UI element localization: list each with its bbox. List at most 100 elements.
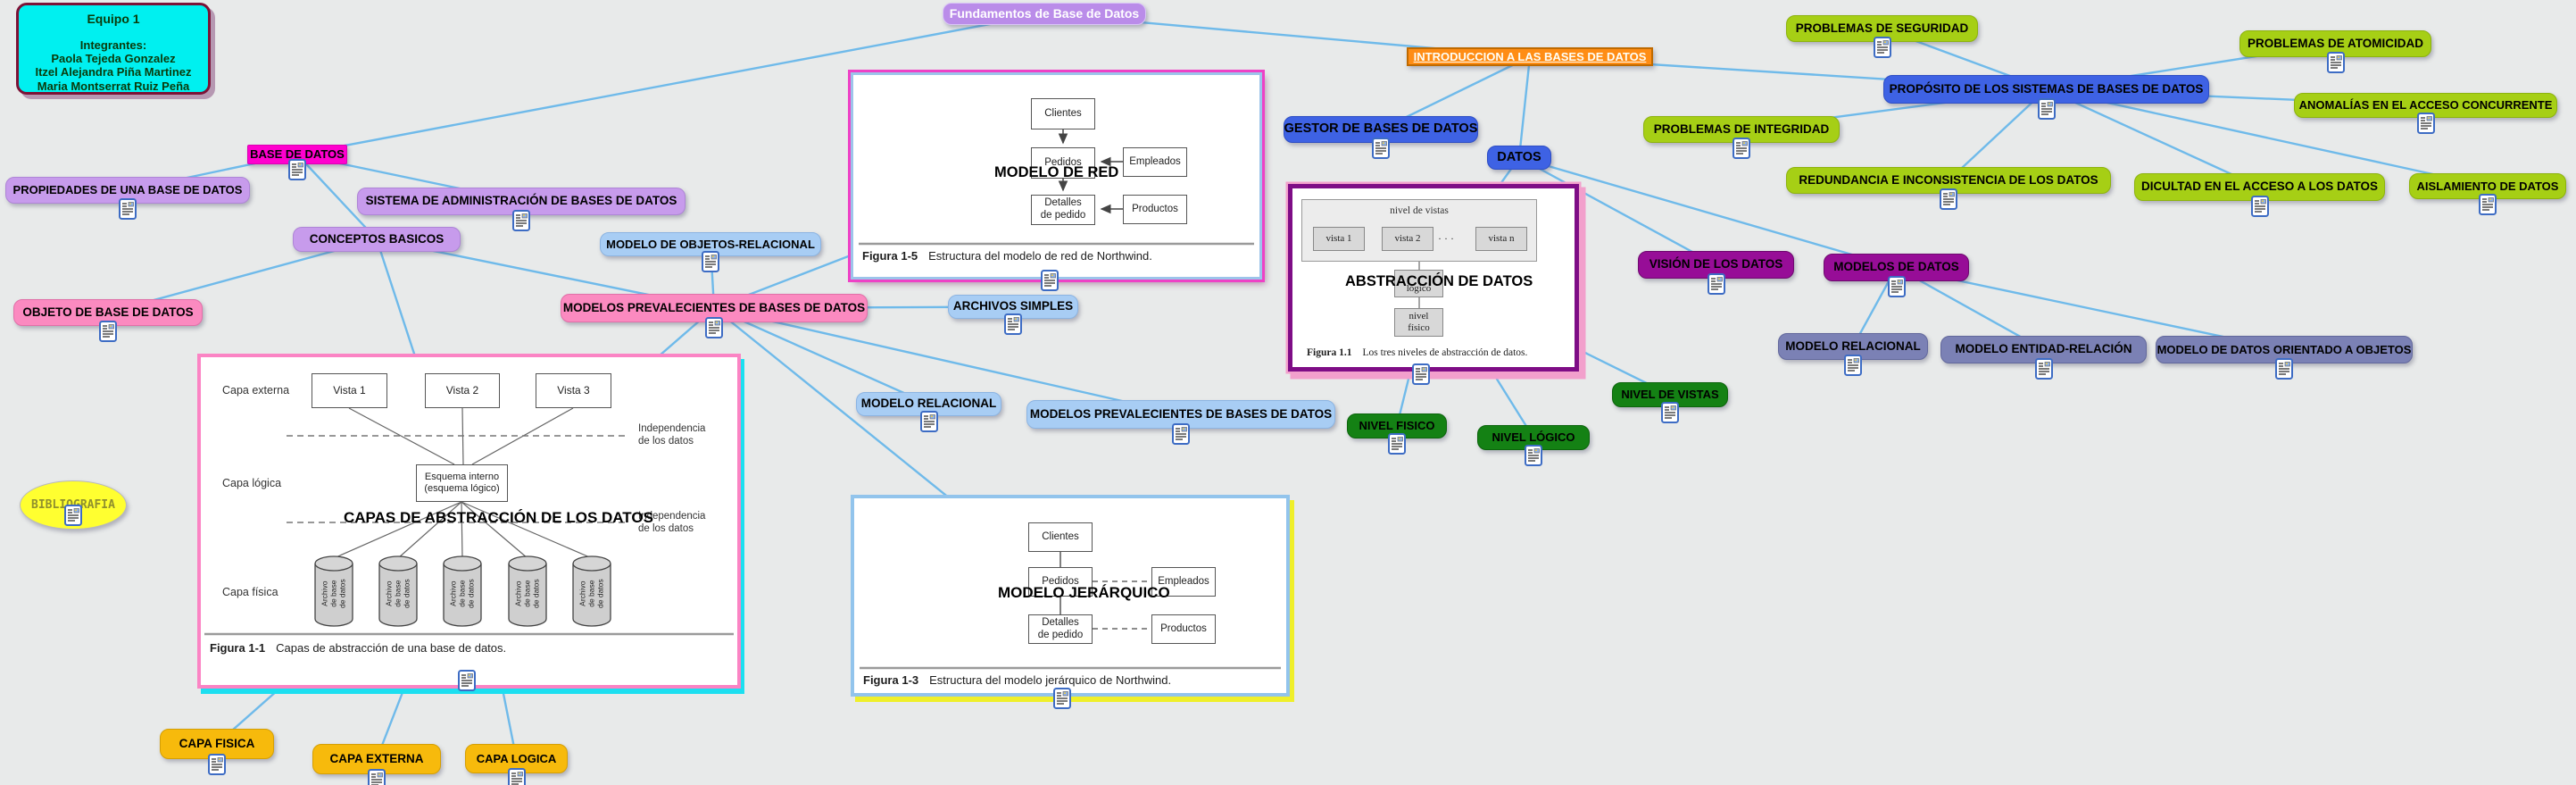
resource-icon[interactable] bbox=[2416, 113, 2435, 134]
vista-2-box: vista 2 bbox=[1382, 227, 1433, 251]
resource-icon[interactable] bbox=[705, 317, 723, 338]
node-abstraccion-de-datos[interactable]: ABSTRACCIÓN DE DATOS bbox=[1345, 273, 1533, 289]
resource-icon[interactable] bbox=[2326, 52, 2345, 73]
resource-icon[interactable] bbox=[2479, 194, 2497, 215]
vista-1-box: Vista 1 bbox=[312, 373, 387, 408]
node-modelos-datos[interactable]: MODELOS DE DATOS bbox=[1824, 254, 1969, 281]
resource-icon[interactable] bbox=[1844, 355, 1862, 376]
entity-productos: Productos bbox=[1151, 614, 1216, 644]
resource-icon[interactable] bbox=[702, 251, 719, 272]
link-line bbox=[1517, 56, 1532, 158]
resource-icon[interactable] bbox=[512, 210, 530, 231]
node-capa-fisica[interactable]: CAPA FISICA bbox=[160, 729, 274, 759]
node-capas-de-abstraccion[interactable]: CAPAS DE ABSTRACCIÓN DE LOS DATOS bbox=[344, 509, 653, 526]
node-fundamentos[interactable]: Fundamentos de Base de Datos bbox=[943, 3, 1146, 25]
node-introduccion[interactable]: INTRODUCCION A LAS BASES DE DATOS bbox=[1407, 47, 1653, 66]
nivel-logico-box: lógico bbox=[1394, 270, 1443, 297]
resource-icon[interactable] bbox=[1372, 138, 1390, 159]
resource-icon[interactable] bbox=[208, 754, 226, 775]
resource-icon[interactable] bbox=[1041, 270, 1059, 291]
resource-icon[interactable] bbox=[1661, 402, 1679, 423]
figure-modelo-jerarquico[interactable]: Clientes Pedidos Empleados Detalles de p… bbox=[851, 495, 1290, 709]
esquema-interno-box: Esquema interno (esquema lógico) bbox=[416, 464, 508, 502]
team-info-box[interactable]: Equipo 1 Integrantes: Paola Tejeda Gonza… bbox=[16, 3, 211, 95]
team-member: Paola Tejeda Gonzalez bbox=[51, 52, 176, 65]
independencia-label: Independencia de los datos bbox=[638, 423, 706, 447]
resource-icon[interactable] bbox=[1172, 423, 1190, 445]
resource-icon[interactable] bbox=[64, 505, 82, 526]
node-modelo-jerarquico[interactable]: MODELO JERÁRQUICO bbox=[998, 584, 1170, 601]
entity-empleados: Empleados bbox=[1123, 147, 1187, 177]
team-member: Maria Montserrat Ruiz Peña bbox=[37, 79, 190, 93]
resource-icon[interactable] bbox=[1873, 37, 1891, 58]
resource-icon[interactable] bbox=[1887, 276, 1906, 297]
nivel-fisico-box: nivel físico bbox=[1394, 308, 1443, 337]
resource-icon[interactable] bbox=[99, 321, 117, 342]
link-line bbox=[713, 306, 929, 405]
jerarquico-connectors bbox=[860, 552, 1281, 670]
resource-icon[interactable] bbox=[288, 159, 306, 180]
vista-1-box: vista 1 bbox=[1313, 227, 1365, 251]
entity-detalles-pedido: Detalles de pedido bbox=[1028, 614, 1093, 644]
link-line bbox=[296, 154, 378, 240]
ellipsis: · · · bbox=[1438, 232, 1454, 245]
figure-modelo-de-red[interactable]: Clientes Pedidos Empleados Detalles de p… bbox=[851, 72, 1262, 291]
resource-icon[interactable] bbox=[2037, 98, 2056, 120]
node-gestor[interactable]: GESTOR DE BASES DE DATOS bbox=[1284, 116, 1478, 143]
node-nivel-logico[interactable]: NIVEL LÓGICO bbox=[1477, 425, 1590, 450]
layer-label-logica: Capa lógica bbox=[222, 477, 282, 489]
capas-figure-connectors bbox=[204, 407, 734, 636]
node-mod-orientado[interactable]: MODELO DE DATOS ORIENTADO A OBJETOS bbox=[2156, 336, 2413, 363]
resource-icon[interactable] bbox=[1733, 138, 1750, 159]
resource-icon[interactable] bbox=[368, 769, 386, 785]
node-conceptos[interactable]: CONCEPTOS BASICOS bbox=[293, 227, 461, 252]
entity-productos: Productos bbox=[1123, 195, 1187, 224]
independencia-label: Independencia de los datos bbox=[638, 511, 706, 534]
entity-pedidos: Pedidos bbox=[1028, 567, 1093, 597]
resource-icon[interactable] bbox=[1940, 188, 1957, 210]
figure-abstraccion-de-datos[interactable]: nivel de vistas vista 1 vista 2 · · · vi… bbox=[1288, 184, 1579, 385]
nivel-de-vistas-panel: nivel de vistas vista 1 vista 2 · · · vi… bbox=[1301, 199, 1537, 262]
resource-icon[interactable] bbox=[2034, 358, 2053, 380]
resource-icon[interactable] bbox=[919, 411, 938, 432]
node-datos[interactable]: DATOS bbox=[1487, 146, 1551, 170]
node-modelo-de-red[interactable]: MODELO DE RED bbox=[994, 164, 1119, 180]
resource-icon[interactable] bbox=[1388, 433, 1406, 455]
cylinder-label: Archivo de base de datos bbox=[513, 579, 540, 609]
resource-icon[interactable] bbox=[1412, 363, 1430, 385]
link-line bbox=[713, 306, 1182, 416]
team-member: Itzel Alejandra Piña Martinez bbox=[35, 65, 192, 79]
resource-icon[interactable] bbox=[119, 198, 137, 220]
node-mod-relacional-slate[interactable]: MODELO RELACIONAL bbox=[1778, 333, 1928, 360]
link-line bbox=[1948, 88, 2048, 181]
cylinder-label: Archivo de base de datos bbox=[448, 579, 475, 609]
resource-icon[interactable] bbox=[1004, 313, 1022, 335]
link-line bbox=[1518, 156, 1897, 269]
abstraccion-connectors bbox=[1418, 262, 1420, 308]
layer-label-fisica: Capa física bbox=[222, 586, 278, 598]
resource-icon[interactable] bbox=[1525, 445, 1542, 466]
vista-3-box: Vista 3 bbox=[536, 373, 611, 408]
resource-icon[interactable] bbox=[507, 768, 526, 785]
panel-title: nivel de vistas bbox=[1390, 205, 1449, 216]
node-mod-relacional-lb[interactable]: MODELO RELACIONAL bbox=[856, 392, 1001, 416]
resource-icon[interactable] bbox=[1707, 273, 1725, 295]
resource-icon[interactable] bbox=[458, 670, 476, 691]
red-figure-connectors bbox=[859, 129, 1254, 246]
cylinder-label: Archivo de base de datos bbox=[578, 579, 604, 609]
link-line bbox=[296, 13, 1045, 156]
team-title: Equipo 1 bbox=[87, 12, 140, 26]
resource-icon[interactable] bbox=[2275, 358, 2293, 380]
entity-clientes: Clientes bbox=[1028, 522, 1093, 552]
figure-capas-de-abstraccion[interactable]: Capa externa Capa lógica Capa física Vis… bbox=[197, 354, 741, 691]
node-archivos-simples[interactable]: ARCHIVOS SIMPLES bbox=[948, 295, 1078, 319]
entity-empleados: Empleados bbox=[1151, 567, 1216, 597]
node-prob-atomicidad[interactable]: PROBLEMAS DE ATOMICIDAD bbox=[2239, 30, 2431, 57]
resource-icon[interactable] bbox=[1053, 688, 1071, 709]
vista-n-box: vista n bbox=[1475, 227, 1527, 251]
resource-icon[interactable] bbox=[2250, 196, 2269, 217]
layer-label-externa: Capa externa bbox=[222, 384, 290, 397]
